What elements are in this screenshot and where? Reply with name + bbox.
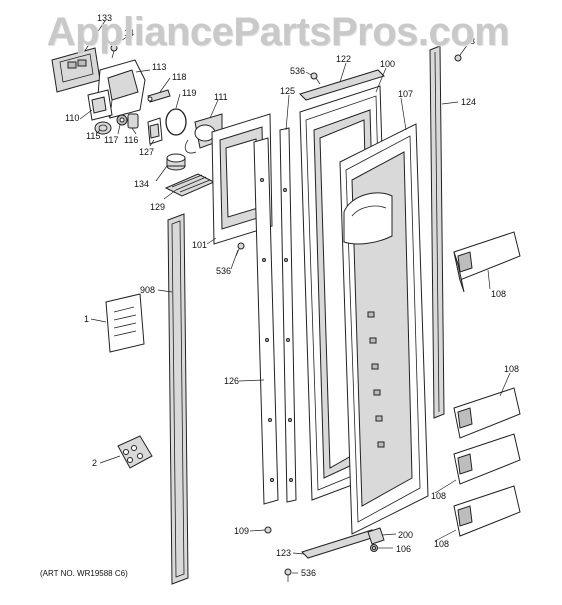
callout-536-a: 536 (216, 266, 231, 276)
part-109-screw (264, 526, 272, 534)
callout-129: 129 (150, 202, 165, 212)
callout-117: 117 (104, 135, 118, 145)
part-122-top-cap (299, 69, 385, 101)
callout-133: 133 (97, 13, 112, 23)
part-123-bottom-cap (301, 529, 379, 559)
art-number: (ART NO. WR19588 C6) (40, 569, 128, 578)
callout-134: 134 (134, 179, 149, 189)
callout-908: 908 (140, 285, 155, 295)
part-118-lever (147, 89, 171, 103)
callout-126: 126 (224, 376, 239, 386)
part-536-screw-bottom (284, 568, 292, 582)
callout-101: 101 (192, 240, 207, 250)
part-536-screw-top (310, 72, 321, 85)
callout-119: 119 (182, 88, 196, 98)
callout-108-d: 108 (434, 539, 449, 549)
part-108-door-bin-4 (453, 485, 521, 537)
callout-108-a: 108 (491, 289, 506, 299)
callout-106: 106 (396, 544, 411, 554)
callout-125: 125 (280, 86, 295, 96)
callout-115: 115 (86, 131, 100, 141)
part-117-gear (116, 114, 128, 126)
part-133-control-board (51, 47, 101, 93)
callout-2: 2 (92, 458, 97, 468)
callout-536-c: 536 (301, 568, 316, 578)
leader-lines (79, 20, 511, 574)
dispenser-module-group (51, 44, 223, 197)
part-1-manual (105, 293, 145, 353)
callout-3: 3 (470, 36, 475, 46)
callout-1: 1 (84, 314, 89, 324)
part-14-screw (110, 44, 118, 59)
part-108-door-bin-2 (453, 387, 521, 439)
part-119-ring (165, 108, 187, 136)
part-2-hardware-kit (117, 435, 153, 469)
callout-127: 127 (139, 147, 154, 157)
callout-116: 116 (124, 135, 138, 145)
part-3-screw (454, 43, 469, 62)
part-106-bushing (370, 544, 378, 552)
callout-536-b: 536 (290, 66, 305, 76)
part-200-hinge-bracket (367, 527, 385, 545)
callout-labels: 133 14 113 118 119 110 115 117 116 127 1… (65, 13, 519, 578)
part-134-cup (166, 153, 186, 171)
part-129-tray (164, 173, 216, 197)
part-908-gasket (167, 213, 189, 585)
liner-shelf-pegs (367, 311, 385, 448)
callout-124: 124 (461, 97, 476, 107)
callout-122: 122 (336, 54, 351, 64)
part-107-door-liner (339, 123, 429, 535)
part-124-gasket (429, 45, 445, 419)
callout-123: 123 (276, 548, 291, 558)
callout-113: 113 (152, 62, 166, 72)
callout-109: 109 (234, 526, 249, 536)
part-126-trim-strip (253, 137, 279, 505)
callout-107: 107 (398, 89, 413, 99)
part-127-bracket (147, 117, 163, 145)
part-110-bracket (87, 89, 113, 121)
callout-108-b: 108 (504, 364, 519, 374)
callout-118: 118 (172, 72, 186, 82)
part-108-door-bin-1 (453, 231, 521, 293)
part-536-screw-upper (235, 242, 245, 257)
callout-14: 14 (124, 28, 134, 38)
part-125-hinge-trim (279, 127, 297, 503)
part-108-door-bin-3 (453, 433, 521, 485)
callout-110: 110 (65, 113, 79, 123)
callout-111: 111 (214, 92, 228, 102)
part-116-actuator (127, 113, 139, 129)
callout-108-c: 108 (431, 491, 446, 501)
callout-100: 100 (380, 59, 395, 69)
callout-200: 200 (398, 530, 413, 540)
